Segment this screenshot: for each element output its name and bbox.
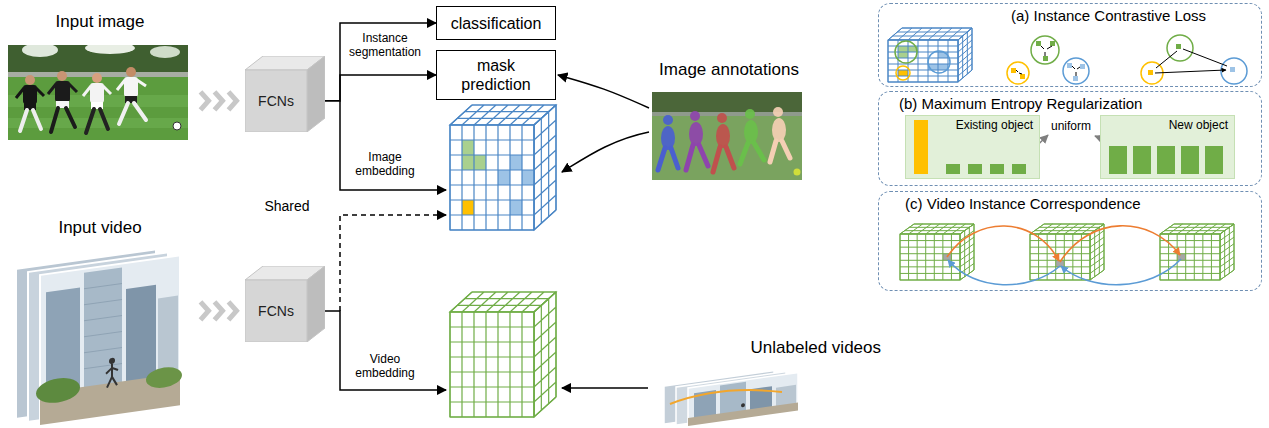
histogram-box: New object (1100, 115, 1235, 179)
histogram-bar (1157, 146, 1175, 174)
photo-title: Image annotations (652, 60, 806, 80)
annotation-photo (652, 92, 802, 180)
dashed-panel: (b) Maximum Entropy RegularizationExisti… (878, 91, 1262, 186)
branch-label: Video embedding (344, 352, 426, 380)
box-label: classification (451, 14, 542, 33)
contrastive-illustration (888, 28, 1247, 84)
photo-title: Unlabeled videos (652, 338, 881, 358)
photo-panel: Input image (8, 12, 192, 142)
photo-panel: Unlabeled videos (652, 338, 881, 426)
annotation-label: uniform (1044, 119, 1098, 133)
histogram-label: Existing object (936, 118, 1033, 132)
fcn-cube: FCNs (245, 266, 325, 342)
cube-label: FCNs (258, 303, 294, 319)
soccer-photo (8, 45, 188, 140)
connector (325, 23, 436, 101)
histogram-bar (1181, 146, 1199, 174)
box-label: mask prediction (443, 56, 549, 94)
connector (558, 75, 649, 108)
histogram-bar (990, 164, 1004, 174)
chevron-arrow (201, 92, 237, 110)
video-embedding-cube (450, 292, 556, 417)
photo-panel: Image annotations (652, 60, 806, 182)
dashed-panel: (a) Instance Contrastive Loss (878, 3, 1262, 87)
panel-heading: (a) Instance Contrastive Loss (1011, 7, 1255, 25)
image-embedding-cube (450, 105, 556, 230)
unlabeled-frames (664, 371, 798, 426)
panel-heading: (b) Maximum Entropy Regularization (899, 95, 1255, 113)
video-frames (16, 249, 182, 425)
cube-label: FCNs (258, 93, 294, 109)
panel-heading: (c) Video Instance Correspondence (905, 195, 1255, 213)
chevron-arrow (201, 302, 237, 320)
histogram-label: New object (1131, 118, 1228, 132)
branch-wires (325, 101, 649, 390)
histogram-bar (914, 120, 928, 174)
connector (325, 75, 436, 101)
process-box: mask prediction (436, 50, 556, 100)
edge-label: Instance segmentation (344, 31, 426, 59)
fcn-cube: FCNs (245, 56, 325, 132)
branch-label: Image embedding (344, 150, 426, 178)
histogram-bar (1012, 164, 1026, 174)
correspondence-illustration (900, 224, 1234, 285)
dashed-panel: (c) Video Instance Correspondence (878, 191, 1262, 291)
histogram-bar (1205, 146, 1223, 174)
histogram-bar (1133, 146, 1151, 174)
histogram-box: Existing object (905, 115, 1040, 179)
photo-panel: Input video (8, 218, 192, 426)
histogram-bar (968, 164, 982, 174)
shared-note: Shared (252, 198, 322, 215)
photo-title: Input image (8, 12, 192, 32)
histogram-bar (1109, 146, 1127, 174)
photo-title: Input video (8, 218, 192, 238)
histogram-bar (946, 164, 960, 174)
process-box: classification (436, 6, 556, 40)
